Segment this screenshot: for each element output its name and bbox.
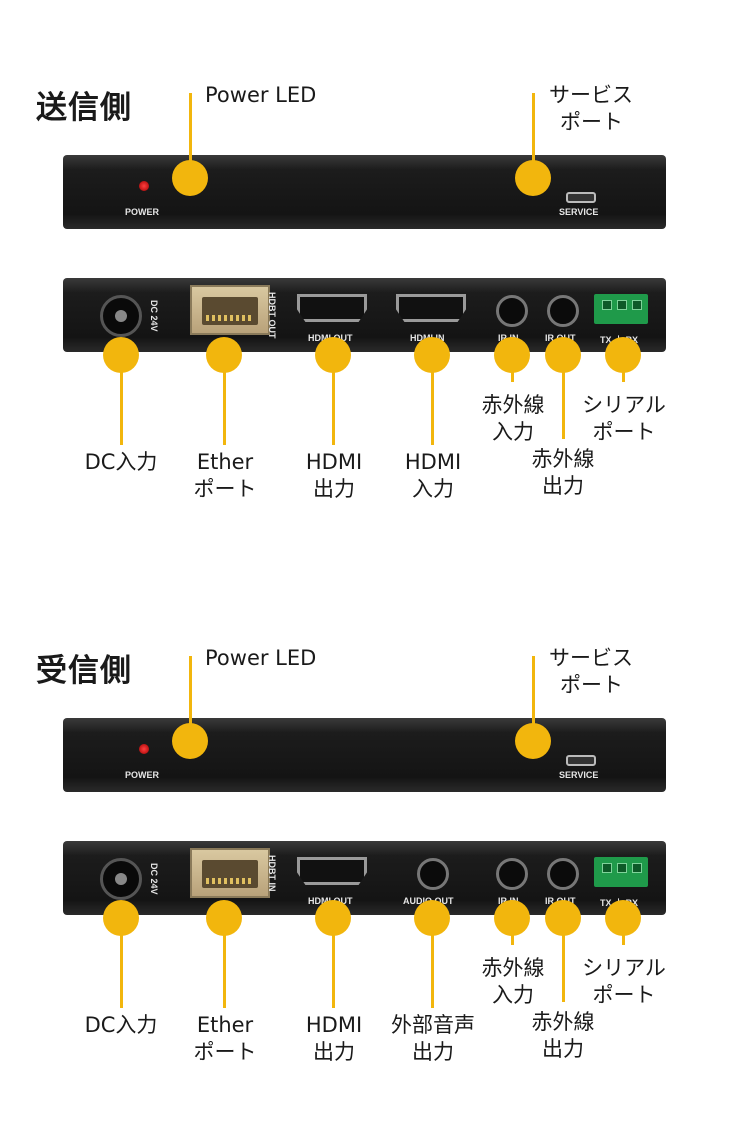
callout-dot — [172, 723, 208, 759]
callout-line — [120, 355, 123, 445]
callout-dot — [545, 900, 581, 936]
receiver-section: 受信側 POWER SERVICE DC 24V HDBT IN HDMI OU… — [0, 563, 730, 1103]
ir-out-label-line2: 出力 — [542, 474, 584, 498]
callout-dot — [103, 900, 139, 936]
power-led-label: Power LED — [205, 83, 317, 107]
power-led-label: Power LED — [205, 646, 317, 670]
power-silk: POWER — [125, 207, 160, 217]
callout-dot — [315, 900, 351, 936]
hdmi-port-icon — [297, 857, 367, 885]
callout-line — [332, 355, 335, 445]
ir-in-label-line2: 入力 — [492, 983, 534, 1007]
port2-label-line2: 出力 — [313, 477, 355, 501]
callout-dot — [515, 160, 551, 196]
front-panel-image: POWER SERVICE — [63, 718, 666, 792]
serial-label-line1: シリアル — [582, 956, 666, 980]
callout-dot — [494, 900, 530, 936]
callout-dot — [414, 337, 450, 373]
hdbt-silk: HDBT OUT — [267, 292, 277, 339]
power-led-icon — [139, 744, 149, 754]
serial-label-line1: シリアル — [582, 393, 666, 417]
service-port-label-line2: ポート — [560, 673, 623, 697]
callout-dot — [605, 900, 641, 936]
section-title: 受信側 — [36, 653, 132, 689]
callout-dot — [172, 160, 208, 196]
ir-in-label-line2: 入力 — [492, 420, 534, 444]
serial-terminal-icon — [594, 294, 648, 324]
hdmi-port-icon — [297, 294, 367, 322]
ir-in-label-line1: 赤外線 — [481, 956, 545, 980]
port3-label-line2: 出力 — [412, 1040, 454, 1064]
back-panel-image: DC 24V HDBT IN HDMI OUT AUDIO OUT IR IN … — [63, 841, 666, 915]
service-silk: SERVICE — [559, 207, 599, 217]
ir-in-jack-icon — [496, 858, 528, 890]
port2-label-line1: HDMI — [305, 1013, 363, 1037]
ir-in-jack-icon — [496, 295, 528, 327]
micro-usb-port-icon — [566, 755, 596, 766]
port2-label-line1: HDMI — [305, 450, 363, 474]
section-title: 送信側 — [36, 90, 132, 126]
port2-label-line2: 出力 — [313, 1040, 355, 1064]
back-panel-image: DC 24V HDBT OUT HDMI OUT HDMI IN IR IN I… — [63, 278, 666, 352]
callout-dot — [103, 337, 139, 373]
service-port-label-line1: サービス — [549, 646, 633, 670]
callout-line — [562, 918, 565, 1002]
service-silk: SERVICE — [559, 770, 599, 780]
ether-label-line1: Ether — [196, 450, 254, 474]
callout-dot — [206, 900, 242, 936]
callout-line — [431, 355, 434, 445]
callout-line — [431, 918, 434, 1008]
service-port-label-line1: サービス — [549, 83, 633, 107]
transmitter-section: 送信側 POWER SERVICE DC 24V HDBT OUT HDMI O… — [0, 0, 730, 540]
port3-label-line1: HDMI — [404, 450, 462, 474]
ir-out-jack-icon — [547, 295, 579, 327]
ether-label-line2: ポート — [193, 477, 257, 501]
rj45-port-icon — [190, 285, 270, 335]
callout-line — [120, 918, 123, 1008]
micro-usb-port-icon — [566, 192, 596, 203]
front-panel-image: POWER SERVICE — [63, 155, 666, 229]
callout-dot — [515, 723, 551, 759]
power-silk: POWER — [125, 770, 160, 780]
ir-out-label-line2: 出力 — [542, 1037, 584, 1061]
ir-in-label-line1: 赤外線 — [481, 393, 545, 417]
callout-line — [223, 355, 226, 445]
serial-terminal-icon — [594, 857, 648, 887]
dc-jack-icon — [100, 858, 142, 900]
dc-input-label: DC入力 — [84, 1013, 158, 1037]
power-led-icon — [139, 181, 149, 191]
callout-line — [189, 656, 192, 742]
callout-dot — [494, 337, 530, 373]
audio-out-jack-icon — [417, 858, 449, 890]
callout-line — [223, 918, 226, 1008]
serial-label-line2: ポート — [592, 420, 656, 444]
ir-out-label-line1: 赤外線 — [531, 447, 595, 471]
port3-label-line2: 入力 — [412, 477, 454, 501]
rj45-port-icon — [190, 848, 270, 898]
callout-dot — [414, 900, 450, 936]
callout-line — [189, 93, 192, 179]
service-port-label-line2: ポート — [560, 110, 623, 134]
dc-silk: DC 24V — [149, 300, 159, 332]
ether-label-line2: ポート — [193, 1040, 257, 1064]
callout-line — [332, 918, 335, 1008]
ir-out-label-line1: 赤外線 — [531, 1010, 595, 1034]
dc-jack-icon — [100, 295, 142, 337]
callout-dot — [545, 337, 581, 373]
ir-out-jack-icon — [547, 858, 579, 890]
callout-dot — [315, 337, 351, 373]
callout-dot — [605, 337, 641, 373]
callout-line — [532, 656, 535, 742]
port3-label-line1: 外部音声 — [391, 1013, 475, 1037]
dc-input-label: DC入力 — [84, 450, 158, 474]
ether-label-line1: Ether — [196, 1013, 254, 1037]
callout-dot — [206, 337, 242, 373]
hdmi-port-icon — [396, 294, 466, 322]
callout-line — [562, 355, 565, 439]
serial-label-line2: ポート — [592, 983, 656, 1007]
callout-line — [532, 93, 535, 179]
hdbt-silk: HDBT IN — [267, 855, 277, 892]
dc-silk: DC 24V — [149, 863, 159, 895]
